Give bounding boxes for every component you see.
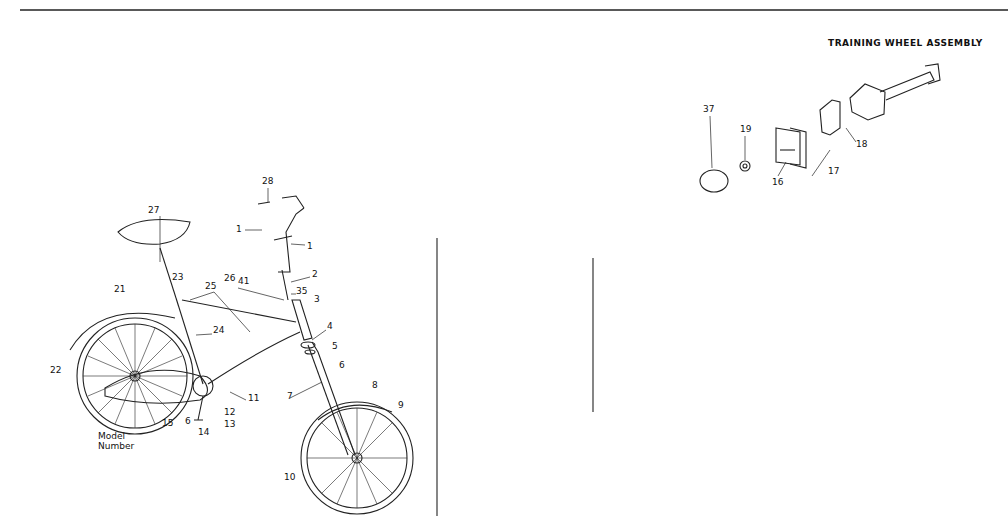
callout-number: 12 bbox=[224, 407, 235, 417]
callout-number: 1 bbox=[307, 241, 313, 251]
callout-number: 18 bbox=[856, 139, 867, 149]
callout-number: 15 bbox=[162, 418, 173, 428]
callout-number: 41 bbox=[238, 276, 249, 286]
callout-number: 23 bbox=[172, 272, 183, 282]
callout-number: 7 bbox=[287, 391, 293, 401]
callout-number: 27 bbox=[148, 205, 159, 215]
callout-number: 8 bbox=[372, 380, 378, 390]
callout-number: 35 bbox=[296, 286, 307, 296]
callout-number: 28 bbox=[262, 176, 273, 186]
callout-number: 19 bbox=[740, 124, 751, 134]
callout-number: 13 bbox=[224, 419, 235, 429]
callout-number: 11 bbox=[248, 393, 259, 403]
callout-number: 16 bbox=[772, 177, 783, 187]
callout-number: 6 bbox=[185, 416, 191, 426]
callout-number: 9 bbox=[398, 400, 404, 410]
assembly-heading: TRAINING WHEEL ASSEMBLY bbox=[828, 38, 983, 48]
callout-number: 17 bbox=[828, 166, 839, 176]
callout-number: 37 bbox=[703, 104, 714, 114]
callout-number: 2 bbox=[312, 269, 318, 279]
callout-number: 4 bbox=[327, 321, 333, 331]
callout-number: 10 bbox=[284, 472, 295, 482]
callout-number: 3 bbox=[314, 294, 320, 304]
callout-number: 24 bbox=[213, 325, 224, 335]
callout-number: 14 bbox=[198, 427, 209, 437]
callout-number: 21 bbox=[114, 284, 125, 294]
callout-number: 26 bbox=[224, 273, 235, 283]
callout-number: 6 bbox=[339, 360, 345, 370]
callout-number: 5 bbox=[332, 341, 338, 351]
callout-number: 25 bbox=[205, 281, 216, 291]
callout-number: 22 bbox=[50, 365, 61, 375]
model-number-note: Model Number bbox=[98, 431, 142, 451]
callout-number: 1 bbox=[236, 224, 242, 234]
